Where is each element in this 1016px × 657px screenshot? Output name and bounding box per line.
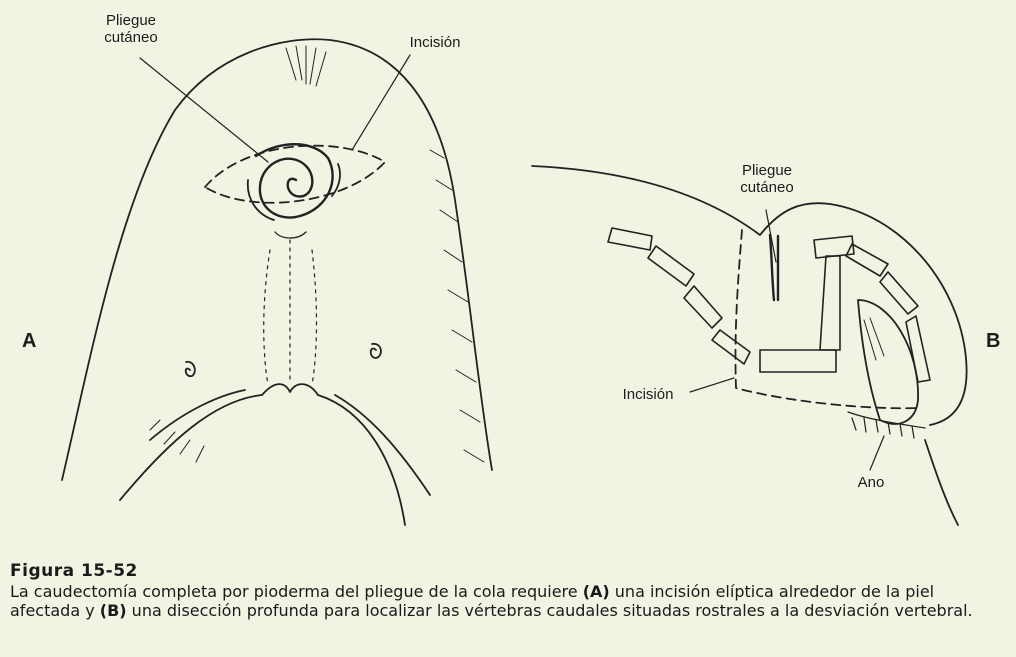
caption-text-3: una disección profunda para localizar la… <box>127 601 973 620</box>
panel-a-anal-region <box>262 384 318 395</box>
panel-b-tail-inner-contour <box>858 300 918 424</box>
panel-a-tail-fold-inner <box>248 164 340 220</box>
panel-a-left-swirl <box>186 362 195 376</box>
caption-ref-a: (A) <box>583 582 610 601</box>
panel-b-dorsal-contour <box>532 166 967 425</box>
caption-text-1: La caudectomía completa por pioderma del… <box>10 582 583 601</box>
panel-b-letter: B <box>986 330 1000 353</box>
panel-b-incision-leader <box>690 378 734 392</box>
panel-b-tail-tip-shading <box>864 318 884 360</box>
panel-b-skin-fold-label: Pliegue cutáneo <box>708 162 826 196</box>
panel-b-vertebrae <box>608 228 930 382</box>
panel-a-body-outline <box>62 39 492 480</box>
panel-b-caudal-contour <box>925 440 958 525</box>
panel-a-incision-leader <box>352 55 410 150</box>
panel-a-right-shading <box>430 150 484 462</box>
panel-a-top-shading <box>286 46 326 86</box>
panel-a-skin-fold-label: Pliegue cutáneo <box>72 12 190 46</box>
panel-a-right-inner-fold <box>335 395 430 495</box>
panel-a-midline <box>264 240 317 385</box>
panel-b-drawing <box>532 166 967 525</box>
panel-b-anus <box>848 412 925 438</box>
panel-b-anus-label: Ano <box>846 474 896 491</box>
caption-ref-b: (B) <box>100 601 127 620</box>
panel-b-incision-label: Incisión <box>608 386 688 403</box>
figure-title: Figura 15-52 <box>10 560 1000 582</box>
panel-a-skin-fold-leader <box>140 58 268 162</box>
panel-a-elliptical-incision <box>205 146 385 203</box>
panel-a-left-inner-fold <box>150 390 245 440</box>
figure-caption-text: La caudectomía completa por pioderma del… <box>10 582 1000 620</box>
panel-a-drawing <box>62 39 492 525</box>
panel-b-skin-fold <box>770 235 778 300</box>
panel-a-letter: A <box>22 330 36 353</box>
panel-a-left-shading <box>150 420 204 462</box>
panel-a-right-swirl <box>371 344 381 358</box>
panel-a-rump-marks <box>275 232 306 238</box>
panel-b-anus-leader <box>870 436 884 470</box>
figure-caption: Figura 15-52 La caudectomía completa por… <box>10 560 1000 620</box>
panel-a-tail-fold-spiral <box>256 144 333 217</box>
panel-a-incision-label: Incisión <box>395 34 475 51</box>
